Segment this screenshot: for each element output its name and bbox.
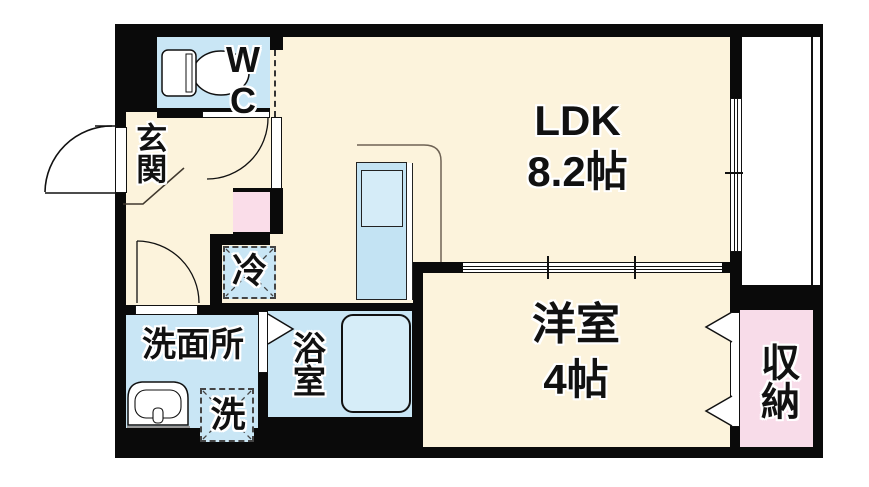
hall-floor-lower [126, 234, 210, 305]
washer-label: 洗 [210, 396, 246, 435]
western-room-name: 洋室 [532, 300, 620, 349]
wall-stub-wc-corner [270, 37, 283, 50]
entrance-door-opening [115, 127, 127, 193]
bathroom-label: 浴室 [288, 331, 326, 397]
closet-door-panel [730, 312, 740, 427]
entrance-door-arc [44, 125, 113, 193]
ldk-western-sliding-window [463, 262, 722, 273]
wc-door-leaf [202, 111, 270, 118]
wall-hall-ldk [270, 188, 283, 234]
balcony-window [730, 98, 742, 252]
kitchen-boundary-dashed-line [274, 50, 276, 117]
balcony [742, 37, 820, 285]
entrance-pink-shelf [233, 192, 270, 232]
balcony-rail-line [811, 37, 813, 285]
closet-label: 収納 [755, 342, 799, 420]
kitchen-counter-edge [406, 163, 413, 300]
bathtub [341, 314, 411, 413]
washroom-label: 洗面所 [142, 326, 244, 364]
entrance-label: 玄関 [131, 122, 167, 184]
hall-floor-mid [126, 188, 233, 234]
window-tick-2 [634, 256, 636, 279]
washroom-door-opening [135, 305, 198, 315]
balcony-window-tick [725, 172, 743, 174]
room-ldk-floor [270, 37, 730, 262]
wc-label: WC [222, 39, 264, 121]
hall-floor-corridor [157, 118, 272, 188]
window-tick-1 [547, 256, 549, 279]
ldk-room-name: LDK [534, 97, 621, 144]
refrigerator-label: 冷 [231, 252, 267, 291]
bathroom-door-panel [258, 311, 268, 373]
ldk-room-size: 8.2帖 [527, 148, 628, 195]
hall-ldk-door-opening [271, 117, 282, 189]
room-closet-floor [740, 310, 813, 447]
kitchen-unit-sink [361, 170, 403, 227]
room-western-floor [423, 273, 730, 447]
western-room-size: 4帖 [543, 356, 609, 403]
